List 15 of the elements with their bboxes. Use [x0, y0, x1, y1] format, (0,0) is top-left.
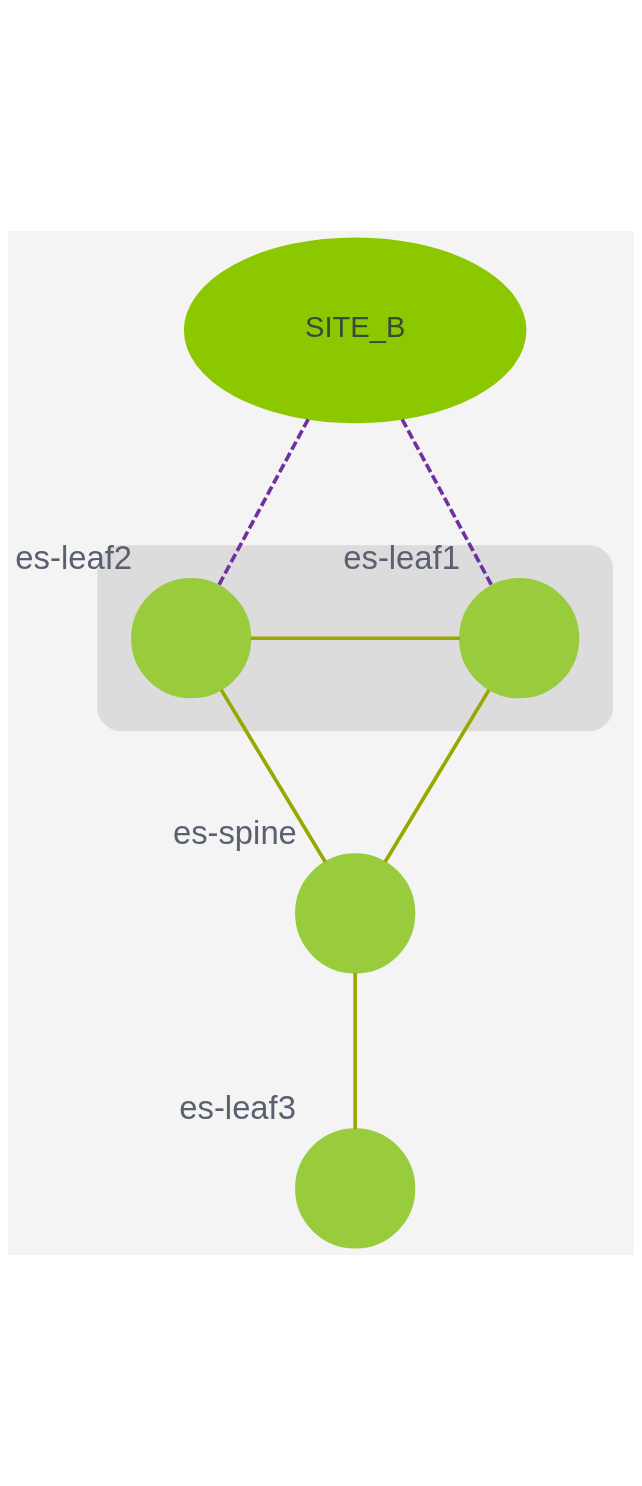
node-label: es-leaf2	[15, 538, 132, 576]
node-ellipse: SITE_B	[183, 237, 527, 424]
connector	[219, 688, 327, 863]
connector	[383, 688, 491, 863]
connector	[217, 418, 310, 587]
node-circle	[295, 853, 416, 974]
node-label: es-leaf1	[343, 538, 460, 576]
node-label: es-spine	[172, 813, 297, 851]
connector	[400, 418, 494, 587]
node-circle	[131, 578, 252, 699]
node-circle	[295, 1128, 416, 1249]
node-circle	[459, 578, 580, 699]
connector	[250, 636, 460, 641]
node-label: es-leaf3	[179, 1089, 296, 1127]
connector	[353, 972, 357, 1130]
